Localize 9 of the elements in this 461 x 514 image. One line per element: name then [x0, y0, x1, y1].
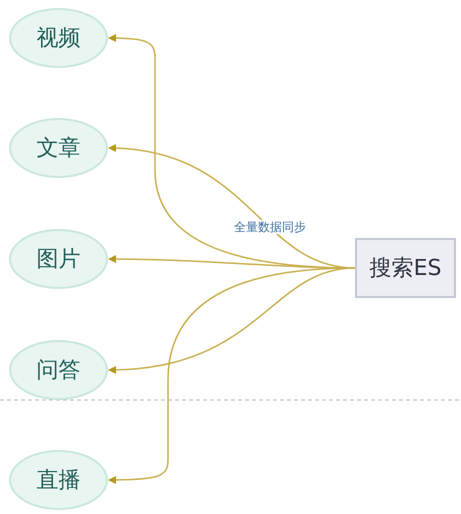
arrow: [108, 267, 356, 484]
ellipse-node: 问答: [9, 340, 108, 400]
process-box: 搜索ES: [355, 238, 456, 298]
ellipse-node: 直播: [9, 450, 108, 510]
ellipse-node: 文章: [9, 118, 108, 178]
sync-note: 全量数据同步: [232, 220, 308, 234]
ellipse-node: 图片: [9, 229, 108, 289]
arrow: [108, 255, 355, 269]
ellipse-node: 视频: [9, 8, 108, 68]
